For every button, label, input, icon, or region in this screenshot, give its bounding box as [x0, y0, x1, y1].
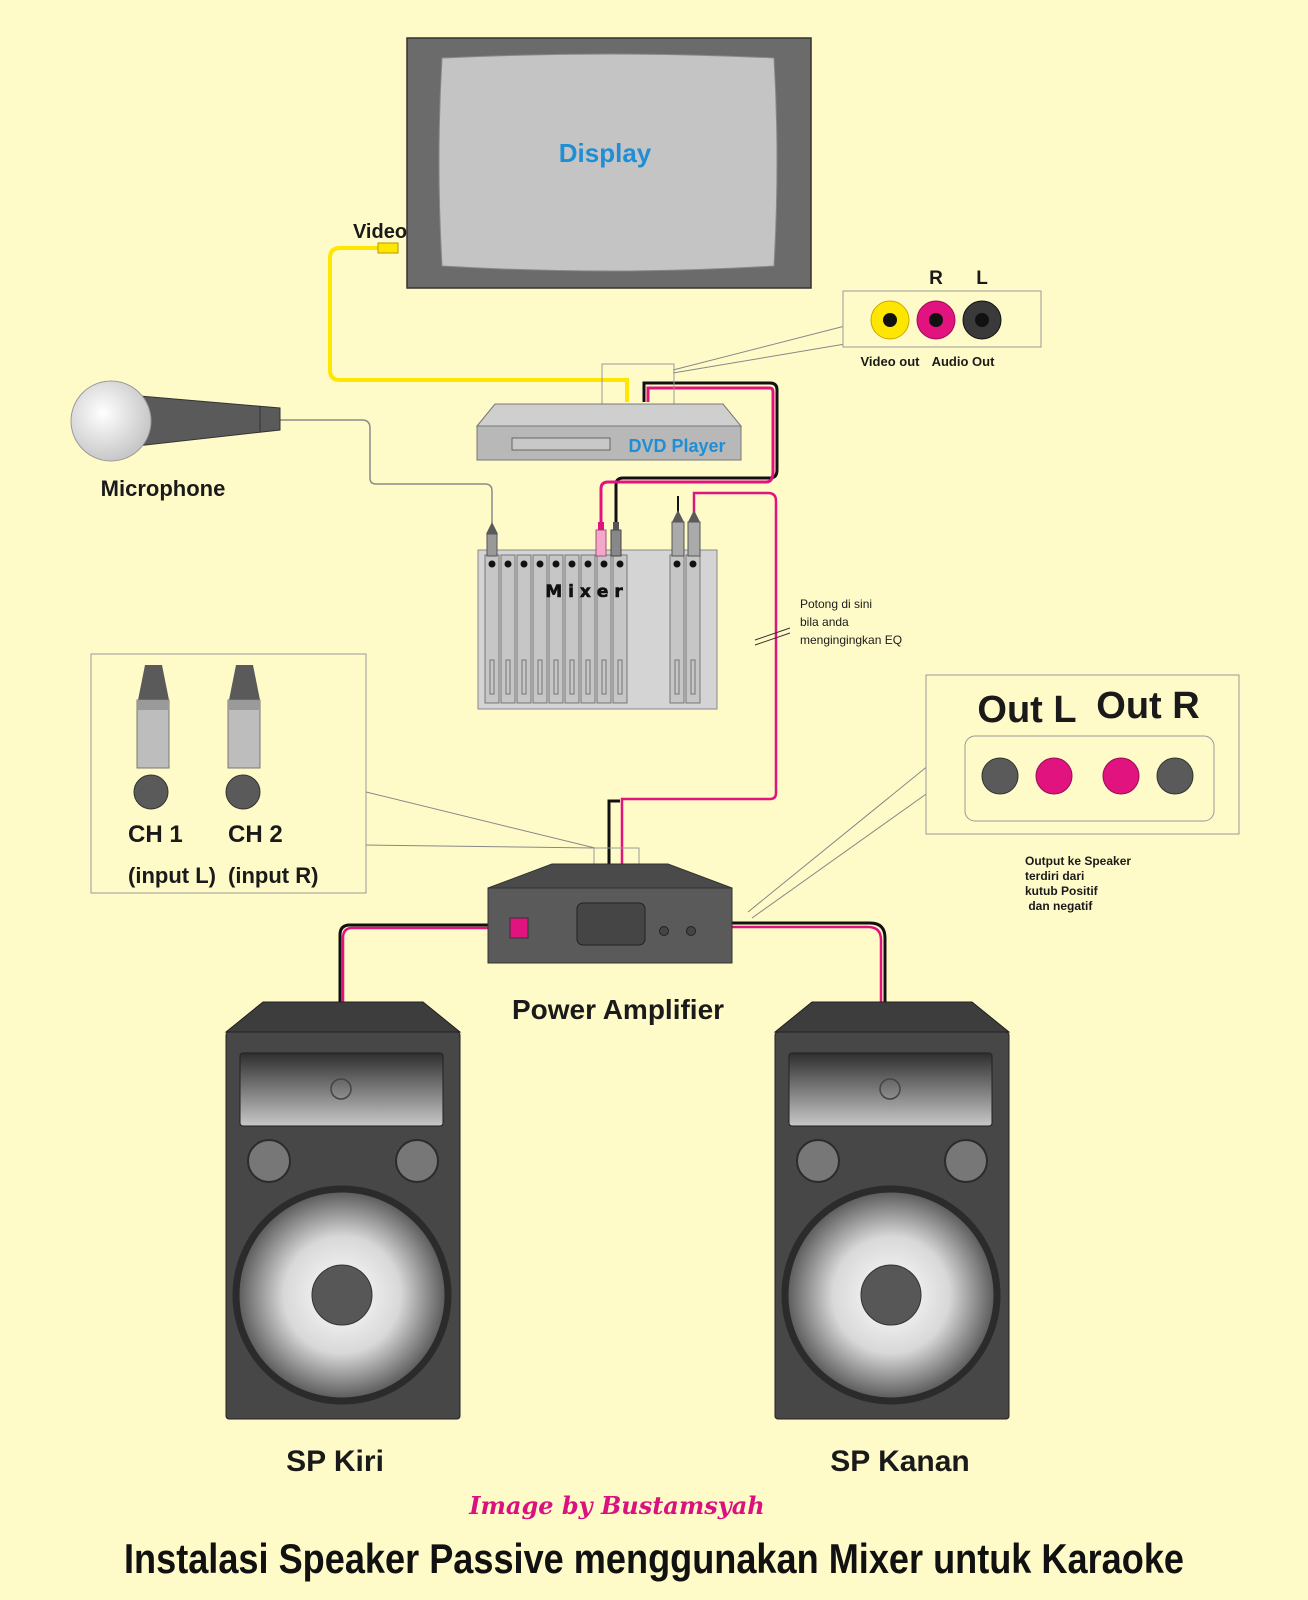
- display-screen: [438, 53, 778, 272]
- out-l-positive-terminal: [1035, 757, 1073, 795]
- left-port-1: [247, 1139, 291, 1183]
- microphone-label: Microphone: [101, 476, 226, 501]
- rca-plug-red: [595, 522, 607, 557]
- video-plug: [377, 242, 399, 254]
- left-speaker-cable-black: [338, 923, 489, 1005]
- master-out-plug-r: [687, 510, 701, 557]
- amp-display-window: [576, 902, 646, 946]
- dvd-audio-cable-red: [599, 386, 775, 530]
- microphone-cable: [280, 419, 493, 526]
- mixer-out-cable-red: [620, 491, 778, 870]
- dvd-output-callout: R L Video out Audio Out: [672, 268, 1042, 374]
- ch2-jack: [225, 774, 261, 810]
- dvd-tray: [511, 437, 611, 451]
- amp-knob-2: [686, 926, 696, 936]
- video-label: Video: [353, 221, 407, 243]
- left-speaker-label: SP Kiri: [286, 1445, 384, 1478]
- amp-input-callout: CH 1 (input L) CH 2 (input R): [90, 653, 596, 894]
- cables: [280, 242, 887, 1005]
- left-speaker: [224, 1001, 462, 1420]
- right-speaker-cable-black: [732, 921, 887, 1005]
- right-speaker-label: SP Kanan: [830, 1445, 970, 1478]
- amp-input-cable-black: [607, 799, 620, 870]
- mixer-faders: [489, 659, 696, 695]
- out-r-negative-terminal: [1156, 757, 1194, 795]
- right-speaker: [773, 1001, 1011, 1420]
- amp-knob-1: [659, 926, 669, 936]
- video-out-jack: [870, 300, 910, 340]
- microphone: [70, 380, 281, 462]
- credit: Image by Bustamsyah: [468, 1491, 764, 1520]
- power-amplifier-label: Power Amplifier: [512, 994, 724, 1025]
- ch2-connector: [225, 665, 261, 810]
- display-tv: Display: [406, 37, 812, 289]
- ch2-label: CH 2: [228, 821, 283, 848]
- master-out-plug-l: [671, 510, 685, 557]
- out-l-negative-terminal: [981, 757, 1019, 795]
- r-label: R: [929, 268, 943, 289]
- ch1-label: CH 1: [128, 821, 183, 848]
- eq-note-line3: mengingingkan EQ: [800, 633, 902, 647]
- output-note-line4: dan negatif: [1025, 899, 1093, 913]
- cut-mark-1: [754, 627, 791, 641]
- cut-mark-2: [754, 632, 791, 646]
- ch2-sublabel: (input R): [228, 863, 318, 888]
- left-port-2: [395, 1139, 439, 1183]
- rca-plug-black: [610, 522, 622, 557]
- right-horn: [788, 1052, 993, 1127]
- left-dust-cap: [311, 1264, 373, 1326]
- audio-out-label: Audio Out: [932, 354, 995, 369]
- page-title: Instalasi Speaker Passive menggunakan Mi…: [124, 1535, 1184, 1582]
- right-speaker-cable-red: [732, 925, 883, 1005]
- output-note-line3: kutub Positif: [1025, 884, 1099, 898]
- l-label: L: [976, 268, 988, 289]
- out-r-positive-terminal: [1102, 757, 1140, 795]
- dvd-player-label: DVD Player: [628, 436, 725, 456]
- dvd-audio-cable-black: [614, 381, 779, 530]
- right-dust-cap: [860, 1264, 922, 1326]
- video-cable: [328, 246, 629, 402]
- amp-power-switch: [509, 917, 529, 939]
- ch1-jack: [133, 774, 169, 810]
- ch1-sublabel: (input L): [128, 863, 216, 888]
- out-r-label: Out R: [1096, 685, 1199, 727]
- amp-output-callout: Out L Out R: [747, 674, 1240, 919]
- audio-out-l-jack: [962, 300, 1002, 340]
- mixer: Mixer: [477, 510, 718, 710]
- left-speaker-cable-red: [341, 926, 489, 1005]
- mic-plug: [486, 522, 498, 557]
- mixer-label: Mixer: [545, 582, 629, 602]
- mixer-knobs: [488, 560, 697, 568]
- video-out-label: Video out: [861, 354, 921, 369]
- output-note-line2: terdiri dari: [1025, 869, 1084, 883]
- out-l-label: Out L: [977, 689, 1076, 731]
- microphone-head: [70, 380, 152, 462]
- display-label: Display: [559, 138, 652, 168]
- right-port-2: [944, 1139, 988, 1183]
- dvd-player: DVD Player: [475, 363, 743, 461]
- left-horn: [239, 1052, 444, 1127]
- amp-input-panel: [90, 653, 367, 894]
- audio-out-r-jack: [916, 300, 956, 340]
- output-note-line1: Output ke Speaker: [1025, 854, 1131, 868]
- amp-output-terminal-strip: [964, 735, 1215, 822]
- eq-note-line1: Potong di sini: [800, 597, 872, 611]
- ch1-connector: [133, 665, 170, 810]
- right-port-1: [796, 1139, 840, 1183]
- eq-note-line2: bila anda: [800, 615, 849, 629]
- power-amplifier: [487, 847, 733, 964]
